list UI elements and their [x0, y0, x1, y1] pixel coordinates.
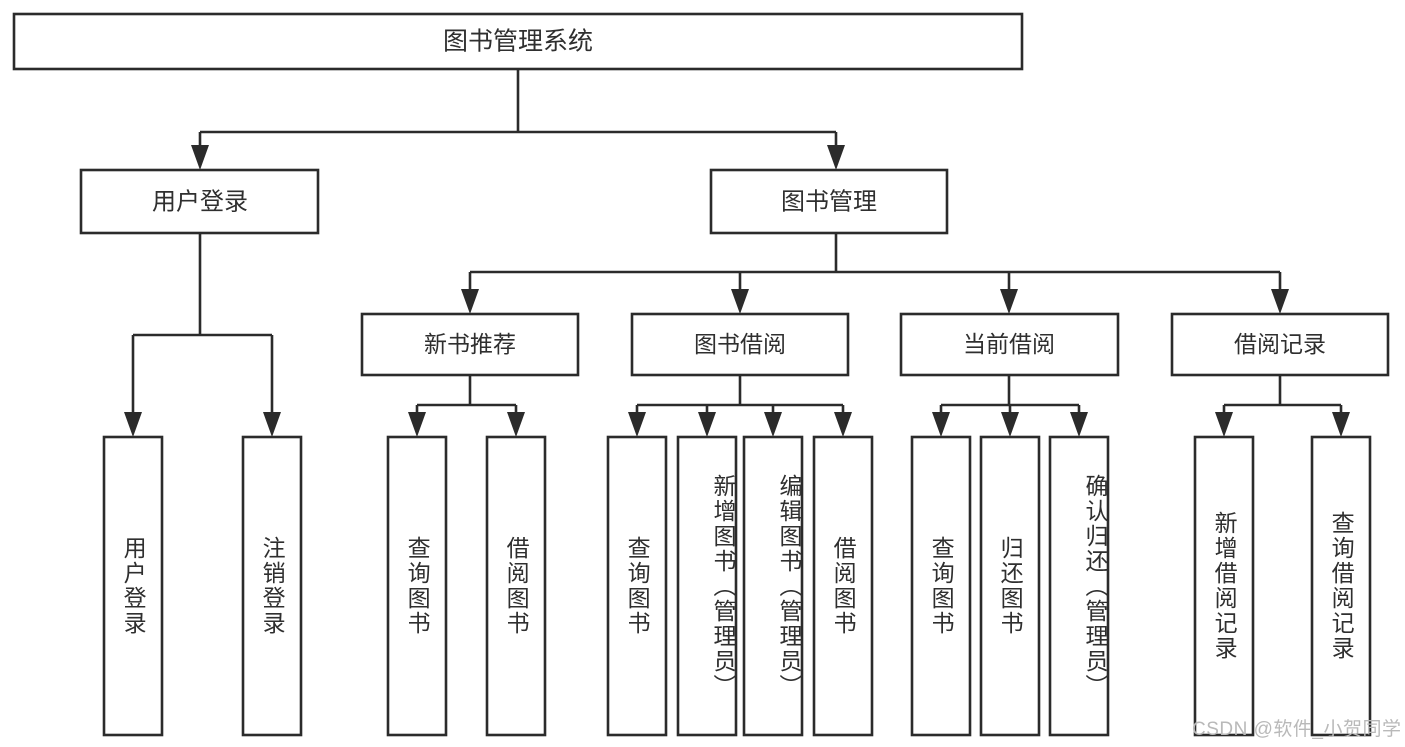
arrowhead-leaf-query-book-3 [932, 412, 950, 437]
arrowhead-leaf-query-book-1 [408, 412, 426, 437]
node-borrow-record-label: 借阅记录 [1234, 331, 1326, 357]
node-book-borrow-label: 图书借阅 [694, 331, 786, 357]
arrowhead-current-borrow [1000, 289, 1018, 314]
arrowhead-leaf-edit-book [764, 412, 782, 437]
leaf-query-book-1-box[interactable] [386, 435, 448, 737]
arrowhead-leaf-add-borrow-record [1215, 412, 1233, 437]
arrowhead-book-manage [827, 145, 845, 170]
leaf-return-book-box[interactable] [979, 435, 1041, 737]
arrowhead-leaf-logout-login [263, 412, 281, 437]
node-book-manage-box[interactable] [709, 168, 949, 235]
node-borrow-record[interactable]: 借阅记录 [1170, 312, 1390, 377]
leaf-query-borrow-record-box[interactable] [1310, 435, 1372, 737]
node-root-label: 图书管理系统 [443, 28, 593, 56]
arrowhead-user-login [191, 145, 209, 170]
leaf-confirm-return-box[interactable] [1048, 435, 1110, 737]
node-book-manage[interactable]: 图书管理 [709, 168, 949, 235]
connector-group-root [191, 69, 845, 170]
leaf-boxes [102, 435, 1372, 737]
node-user-login-box[interactable] [79, 168, 320, 235]
connector-group-book-borrow [628, 375, 852, 437]
arrowhead-leaf-borrow-book-1 [507, 412, 525, 437]
node-new-book-recommend-box[interactable] [360, 312, 580, 377]
arrowhead-new-book-recommend [461, 289, 479, 314]
arrowhead-leaf-query-borrow-record [1332, 412, 1350, 437]
node-current-borrow[interactable]: 当前借阅 [899, 312, 1120, 377]
connector-group-book-manage [461, 233, 1289, 314]
arrowhead-borrow-record [1271, 289, 1289, 314]
node-new-book-recommend[interactable]: 新书推荐 [360, 312, 580, 377]
leaf-query-book-3-box[interactable] [910, 435, 972, 737]
node-user-login[interactable]: 用户登录 [79, 168, 320, 235]
arrowhead-leaf-add-book [698, 412, 716, 437]
arrowhead-book-borrow [731, 289, 749, 314]
node-book-manage-label: 图书管理 [781, 188, 877, 215]
leaf-edit-book-box[interactable] [742, 435, 804, 737]
leaf-user-login-box[interactable] [102, 435, 164, 737]
connector-group-borrow-record [1215, 375, 1350, 437]
connector-group-new-book-recommend [408, 375, 525, 437]
leaf-borrow-book-1-box[interactable] [485, 435, 547, 737]
node-book-borrow-box[interactable] [630, 312, 850, 377]
leaf-borrow-book-2-box[interactable] [812, 435, 874, 737]
arrowhead-leaf-confirm-return [1070, 412, 1088, 437]
node-root[interactable]: 图书管理系统 [12, 12, 1024, 71]
node-user-login-label: 用户登录 [152, 188, 248, 215]
arrowhead-leaf-query-book-2 [628, 412, 646, 437]
csdn-watermark: CSDN @软件_小贺同学 [1192, 719, 1402, 740]
arrowhead-leaf-borrow-book-2 [834, 412, 852, 437]
leaf-add-borrow-record-box[interactable] [1193, 435, 1255, 737]
arrowhead-leaf-return-book [1001, 412, 1019, 437]
arrowhead-leaf-user-login [124, 412, 142, 437]
leaf-add-book-box[interactable] [676, 435, 738, 737]
node-current-borrow-box[interactable] [899, 312, 1120, 377]
node-root-box[interactable] [12, 12, 1024, 71]
leaf-query-book-2-box[interactable] [606, 435, 668, 737]
connector-group-user-login [124, 233, 281, 437]
leaf-logout-login-box[interactable] [241, 435, 303, 737]
node-book-borrow[interactable]: 图书借阅 [630, 312, 850, 377]
connector-group-current-borrow [932, 375, 1088, 437]
node-borrow-record-box[interactable] [1170, 312, 1390, 377]
node-new-book-recommend-label: 新书推荐 [424, 331, 516, 357]
node-current-borrow-label: 当前借阅 [963, 331, 1055, 357]
